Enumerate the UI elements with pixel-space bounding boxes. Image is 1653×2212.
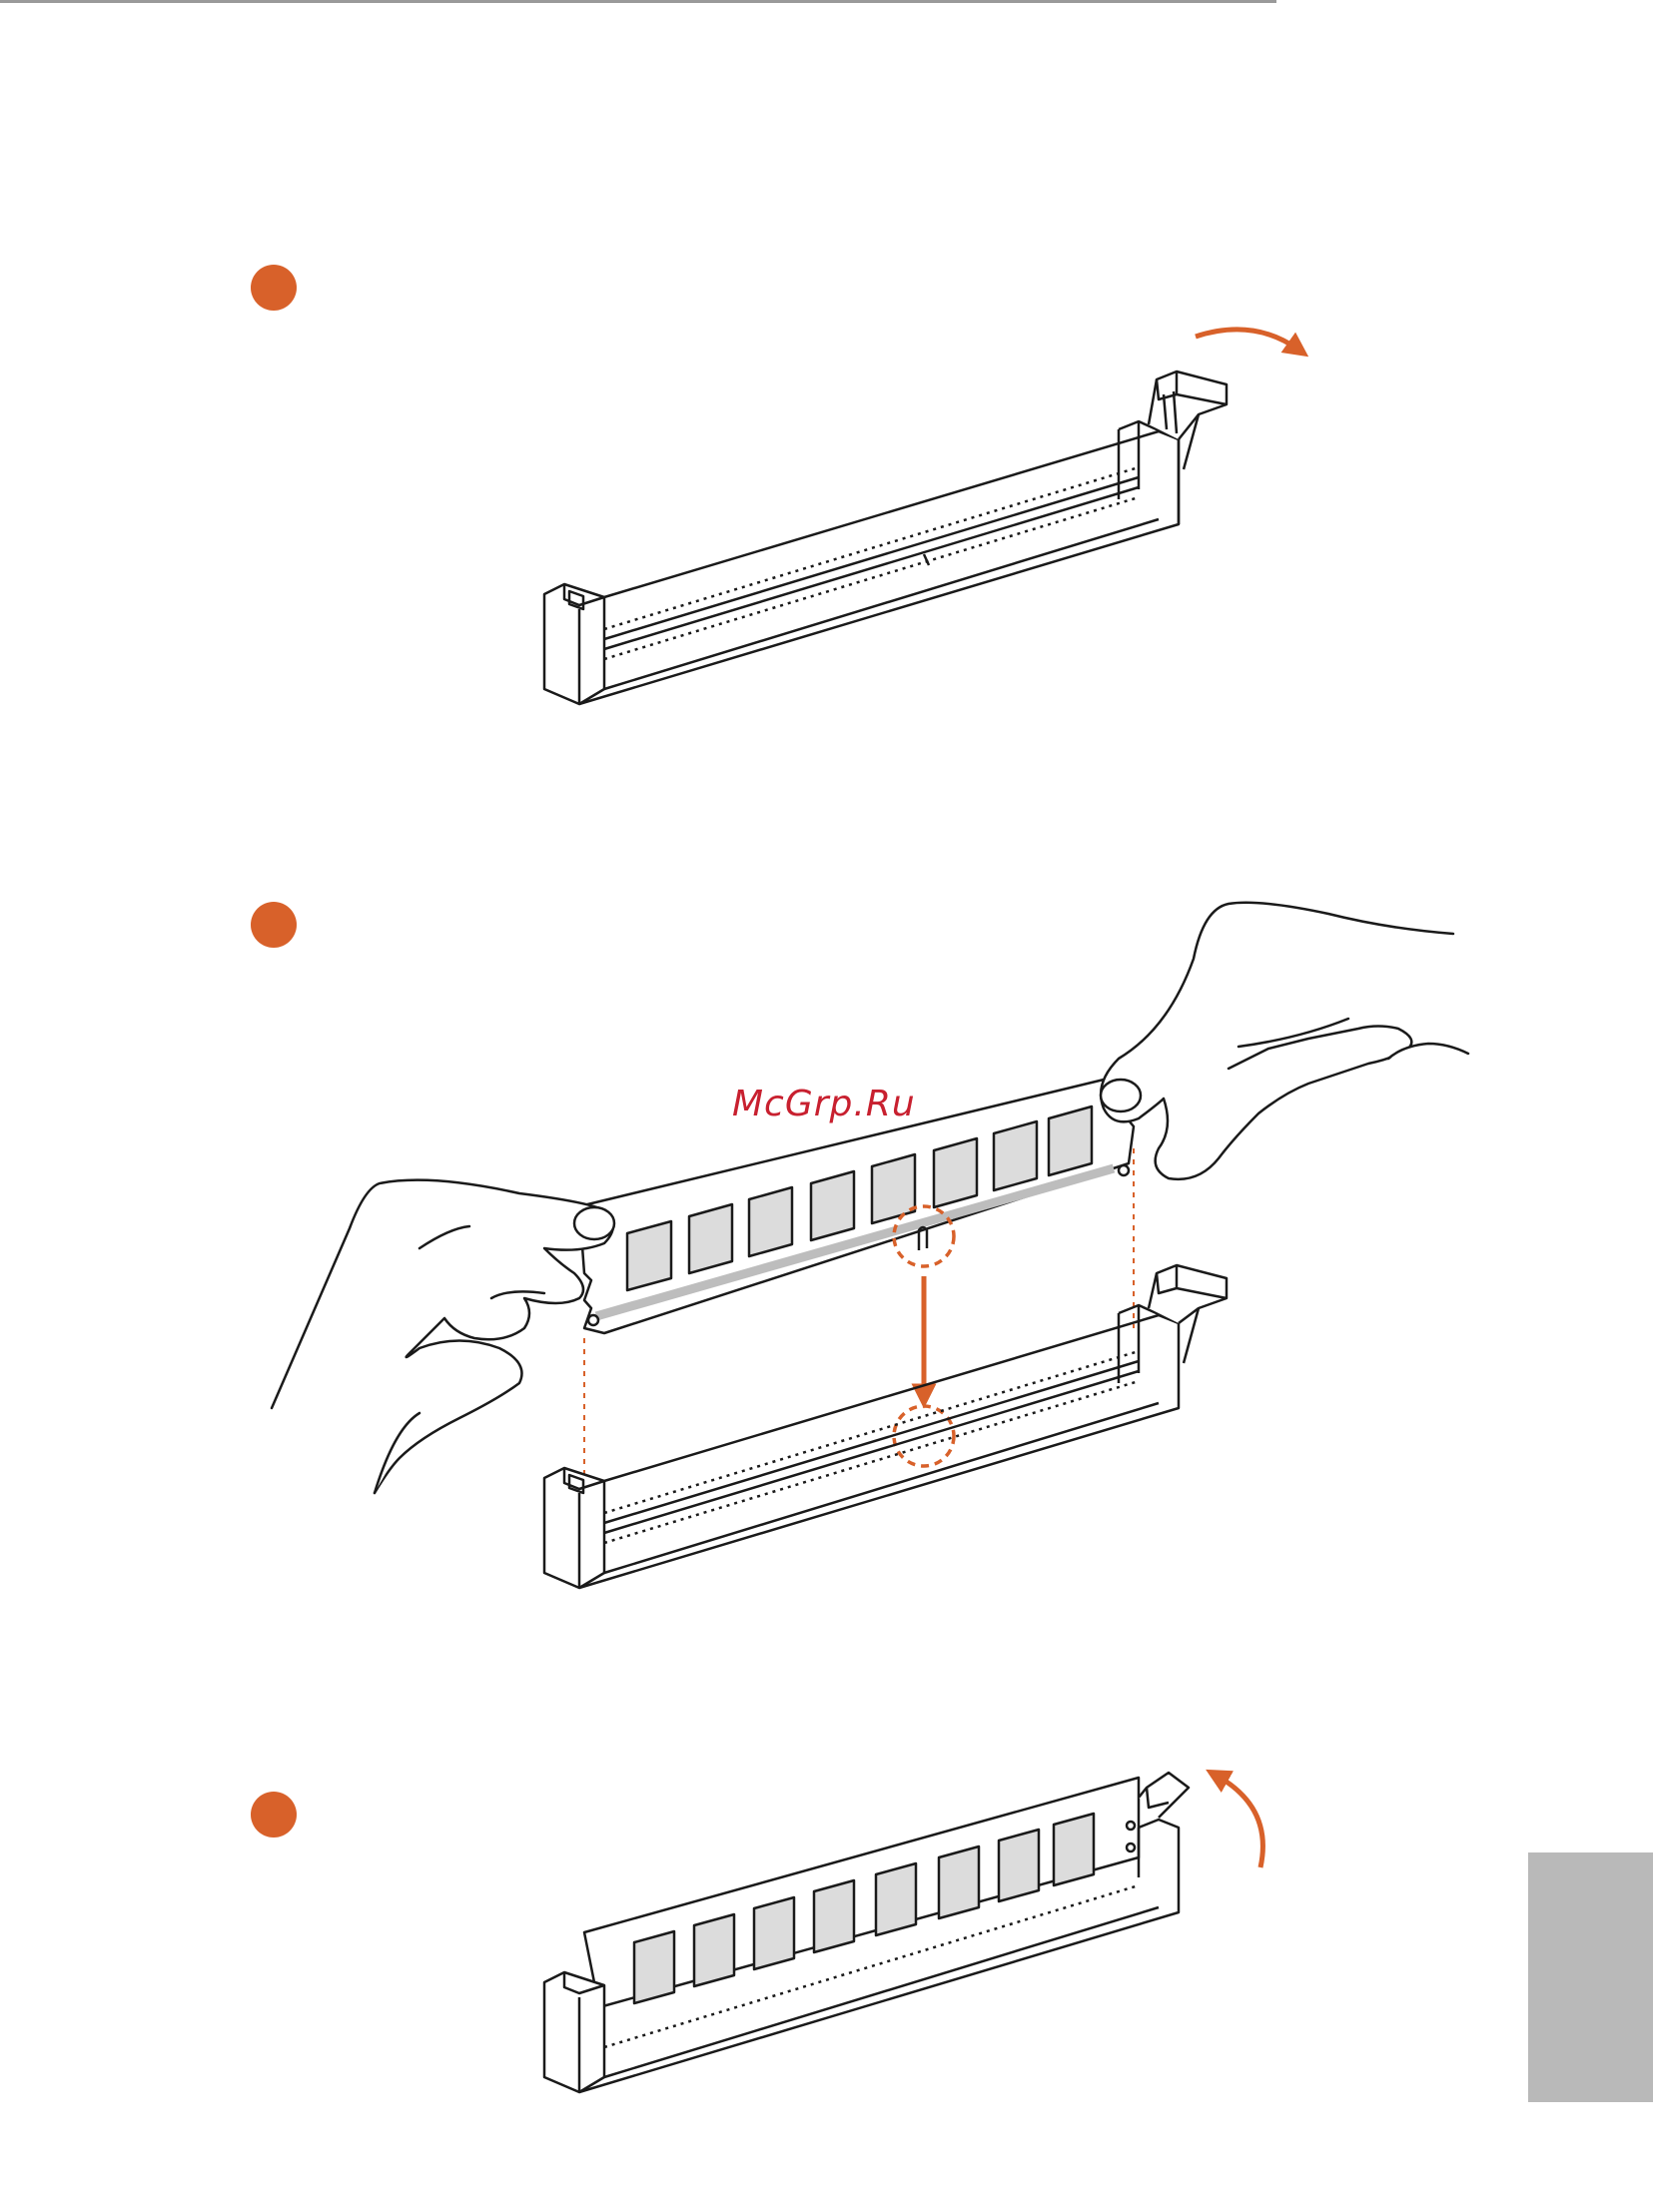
step-1-unlock-arrow bbox=[1196, 330, 1298, 350]
step-1-dimm-slot bbox=[544, 371, 1227, 704]
watermark: McGrp.Ru bbox=[732, 1084, 916, 1124]
step-3-seated-module bbox=[584, 1778, 1139, 2007]
left-hand bbox=[272, 1180, 614, 1493]
step-3-lock-arrow bbox=[1217, 1776, 1262, 1867]
right-hand bbox=[1101, 903, 1468, 1179]
